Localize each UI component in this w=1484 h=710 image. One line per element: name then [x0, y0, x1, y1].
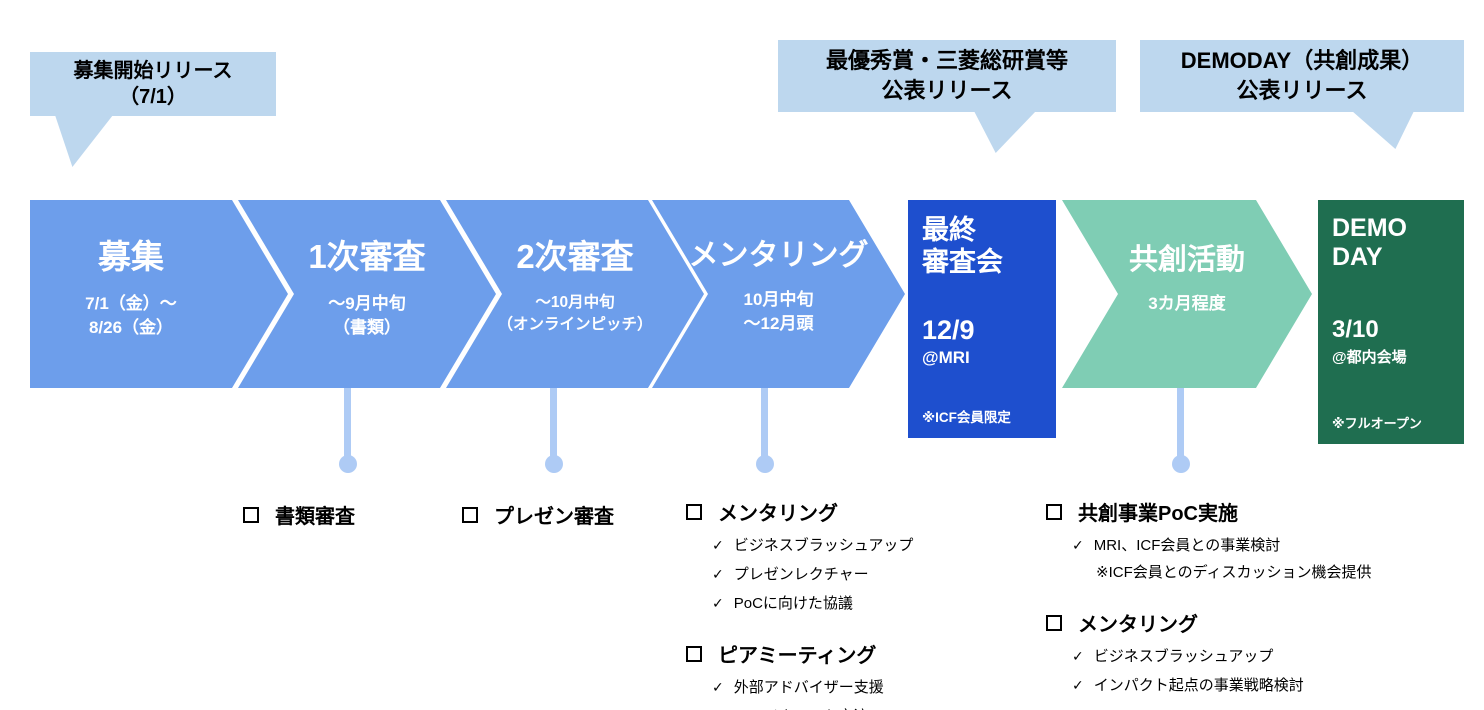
note-heading: ピアミーティング [686, 639, 913, 668]
stage-dates: 10月中旬 ～12月頭 [743, 290, 814, 333]
connector-dot-icon [338, 455, 357, 473]
connector-dot-icon [755, 455, 774, 473]
note-group-poc: 共創事業PoC実施 ✓ MRI、ICF会員との事業検討 ※ICF会員とのディスカ… [1046, 497, 1372, 582]
note-item: ✓ プレゼンレクチャー [712, 566, 869, 583]
callout-text-line: 募集開始リリース [73, 60, 233, 82]
stage-title: 2次審査 [516, 238, 634, 275]
check-icon: ✓ [712, 595, 724, 611]
note-item: ✓ ビジネスブラッシュアップ [712, 537, 914, 554]
note-item: ✓ PoCに向けた協議 [712, 595, 853, 612]
stage-title: メンタリング [688, 239, 869, 272]
stage-title: 最終 審査会 [922, 215, 1003, 278]
connector-dot-icon [544, 455, 563, 473]
check-icon: ✓ [712, 708, 724, 710]
note-cocreation-details: 共創事業PoC実施 ✓ MRI、ICF会員との事業検討 ※ICF会員とのディスカ… [1046, 497, 1372, 710]
stage-recruitment: 募集 7/1（金）～ 8/26（金） [30, 200, 288, 388]
stage-demoday: DEMO DAY 3/10 @都内会場 ※フルオープン [1318, 200, 1464, 444]
square-bullet-icon [462, 506, 478, 523]
note-heading: 書類審査 [243, 500, 355, 529]
note-group-mentoring: メンタリング ✓ ビジネスブラッシュアップ ✓ プレゼンレクチャー ✓ PoCに… [686, 497, 913, 613]
stage-title: 共創活動 [1128, 244, 1245, 276]
note-presentation-screening: プレゼン審査 [462, 500, 614, 529]
stage-date: 12/9 [922, 314, 975, 345]
callout-tail-icon [1352, 111, 1414, 149]
note-mentoring-details: メンタリング ✓ ビジネスブラッシュアップ ✓ プレゼンレクチャー ✓ PoCに… [686, 497, 913, 710]
callout-text-line: 最優秀賞・三菱総研賞等 [825, 48, 1068, 74]
stage-title: 募集 [98, 238, 164, 275]
stage-note: ※フルオープン [1332, 416, 1422, 431]
square-bullet-icon [243, 506, 259, 523]
check-icon: ✓ [712, 566, 724, 582]
connector-dot-icon [1171, 455, 1190, 473]
note-heading: メンタリング [1046, 608, 1372, 637]
stage-cocreation: 共創活動 3カ月程度 [1062, 200, 1312, 388]
callout-tail-icon [974, 111, 1036, 153]
check-icon: ✓ [1072, 677, 1084, 693]
stage-title: 1次審査 [308, 238, 426, 275]
check-icon: ✓ [712, 679, 724, 695]
stage-title: DEMO DAY [1332, 214, 1407, 271]
connector-line [755, 388, 774, 473]
square-bullet-icon [686, 503, 702, 520]
square-bullet-icon [686, 645, 702, 662]
callout-text-line: 公表リリース [881, 78, 1013, 103]
stage-dates: ～9月中旬 （書類） [328, 294, 406, 337]
note-item: ✓ 外部アドバイザー支援 [712, 679, 884, 696]
square-bullet-icon [1046, 503, 1062, 520]
square-bullet-icon [1046, 614, 1062, 631]
connector-line [1171, 388, 1190, 473]
stage-venue: @都内会場 [1332, 348, 1407, 366]
note-document-screening: 書類審査 [243, 500, 355, 529]
connector-line [338, 388, 357, 473]
stage-note: ※ICF会員限定 [922, 410, 1011, 425]
callout-demoday-release: DEMODAY（共創成果） 公表リリース [1140, 40, 1464, 149]
stage-mentoring: メンタリング 10月中旬 ～12月頭 [652, 200, 905, 388]
callout-text-line: DEMODAY（共創成果） [1180, 48, 1424, 74]
stage-dates: 7/1（金）～ 8/26（金） [85, 294, 177, 337]
note-heading: プレゼン審査 [462, 500, 614, 529]
stage-date: 3/10 [1332, 315, 1379, 343]
callout-awards-release: 最優秀賞・三菱総研賞等 公表リリース [778, 40, 1116, 153]
callout-recruitment-release: 募集開始リリース （7/1） [30, 52, 276, 167]
note-heading: 共創事業PoC実施 [1046, 497, 1372, 526]
check-icon: ✓ [712, 537, 724, 553]
callout-text-line: （7/1） [119, 86, 187, 108]
note-group-mentoring2: メンタリング ✓ ビジネスブラッシュアップ ✓ インパクト起点の事業戦略検討 [1046, 608, 1372, 695]
callout-tail-icon [55, 115, 113, 167]
note-subnote: ※ICF会員とのディスカッション機会提供 [1096, 564, 1372, 581]
callout-text-line: 公表リリース [1236, 78, 1368, 103]
note-group-peer-meeting: ピアミーティング ✓ 外部アドバイザー支援 ✓ ファイナリスト交流 [686, 639, 913, 710]
note-heading: メンタリング [686, 497, 913, 526]
check-icon: ✓ [1072, 537, 1084, 553]
stage-final-review: 最終 審査会 12/9 @MRI ※ICF会員限定 [908, 200, 1056, 438]
connector-line [544, 388, 563, 473]
note-item: ✓ ビジネスブラッシュアップ [1072, 648, 1274, 665]
stage-duration: 3カ月程度 [1148, 294, 1226, 313]
stage-dates: ～10月中旬 （オンラインピッチ） [497, 294, 653, 333]
stage-venue: @MRI [922, 347, 970, 367]
note-item: ✓ MRI、ICF会員との事業検討 [1072, 537, 1281, 554]
check-icon: ✓ [1072, 648, 1084, 664]
note-item: ✓ インパクト起点の事業戦略検討 [1072, 677, 1304, 694]
note-item: ✓ ファイナリスト交流 [686, 705, 913, 710]
